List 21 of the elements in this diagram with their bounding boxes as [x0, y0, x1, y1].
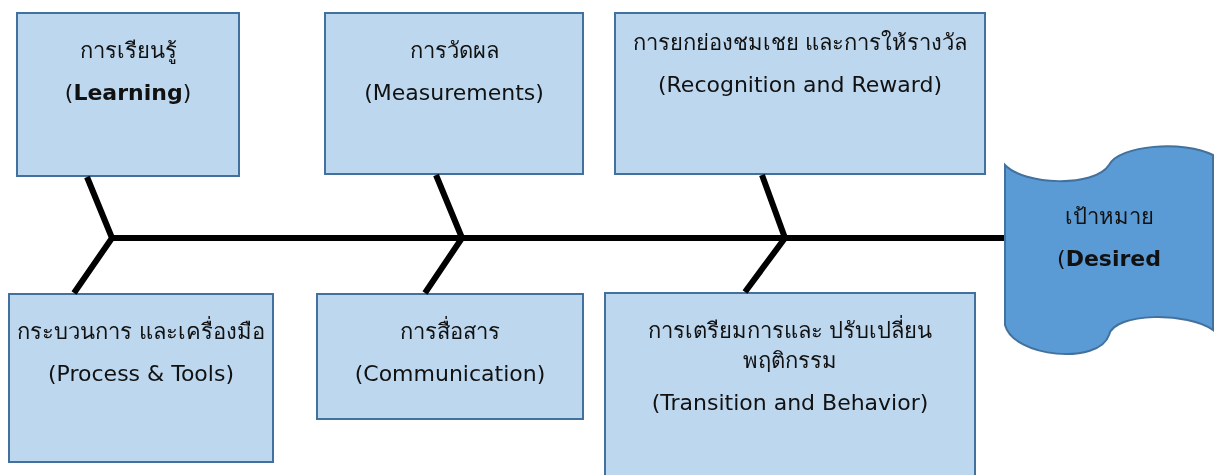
category-box — [614, 12, 986, 175]
category-box — [16, 12, 240, 177]
category-title: การสื่อสาร — [400, 317, 500, 347]
category-title: การเรียนรู้ — [79, 37, 177, 66]
category-title: กระบวนการ และเครื่องมือ — [17, 317, 265, 347]
category-title: การยกย่องชมเชย และการให้รางวัล — [632, 29, 968, 57]
goal-subtitle: (Desired — [1057, 245, 1161, 273]
category-box — [324, 12, 584, 175]
category-title: การวัดผล — [409, 37, 499, 65]
category-subtitle: (Transition and Behavior) — [651, 389, 929, 417]
category-subtitle: (Measurements) — [364, 79, 544, 107]
category-title: การเตรียมการและ ปรับเปลี่ยนพฤติกรรม — [615, 316, 965, 376]
category-box — [8, 293, 274, 463]
category-subtitle: (Learning) — [64, 79, 192, 107]
category-subtitle: (Process & Tools) — [48, 360, 234, 388]
fishbone-line — [742, 235, 1004, 294]
goal-title: เป้าหมาย — [1064, 203, 1154, 231]
category-subtitle: (Communication) — [354, 360, 546, 388]
category-subtitle: (Recognition and Reward) — [658, 71, 942, 99]
category-box — [316, 293, 584, 420]
category-box — [604, 292, 976, 475]
